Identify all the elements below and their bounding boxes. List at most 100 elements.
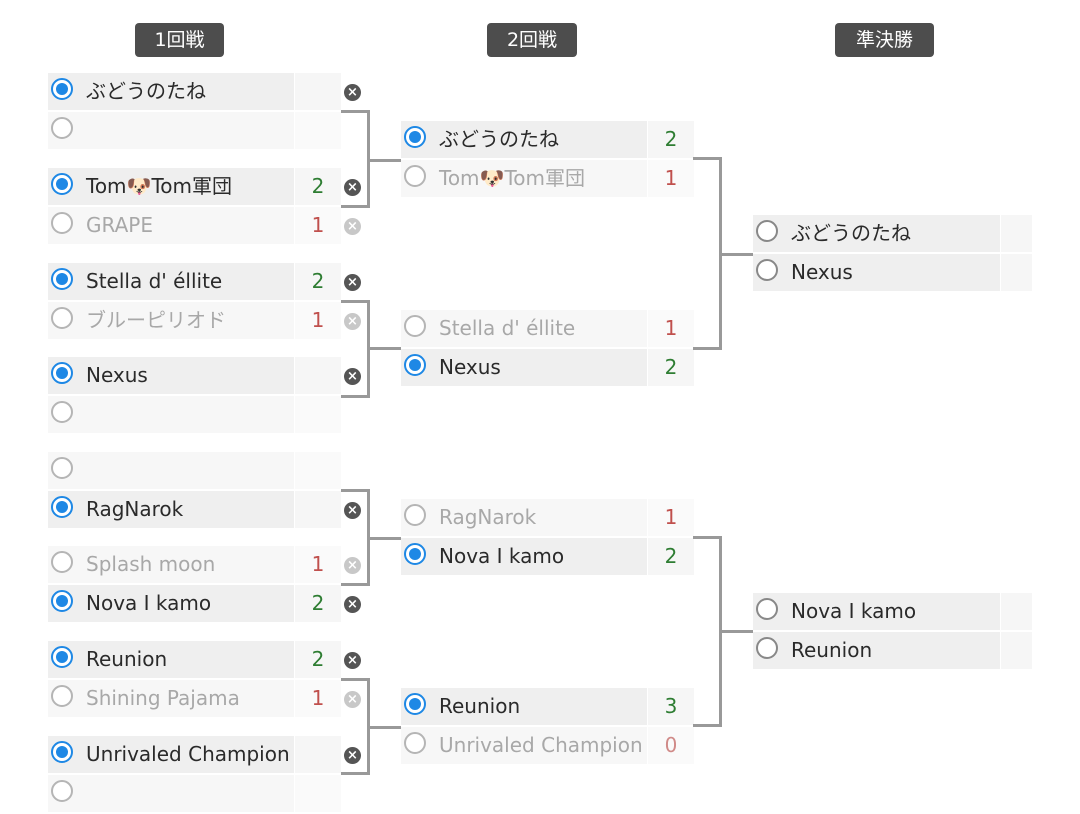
team-name: RagNarok [439, 505, 537, 529]
radio-icon[interactable] [756, 220, 778, 242]
radio-icon[interactable] [51, 268, 73, 290]
close-circle-icon[interactable]: × [344, 747, 361, 764]
score-cell[interactable]: 2 [648, 121, 694, 158]
team-name-cell[interactable]: Tom🐶Tom軍団 [401, 160, 647, 197]
score-cell[interactable]: 1 [295, 207, 341, 244]
team-name-cell[interactable]: GRAPE [48, 207, 294, 244]
score-cell[interactable]: 2 [295, 641, 341, 678]
team-name-cell[interactable]: Nexus [48, 357, 294, 394]
team-name-cell[interactable] [48, 452, 294, 489]
team-name-cell[interactable]: Unrivaled Champion [401, 727, 647, 764]
team-name-cell[interactable]: Unrivaled Champion [48, 736, 294, 773]
close-circle-icon[interactable]: × [344, 652, 361, 669]
team-name: Unrivaled Champion [439, 733, 643, 757]
team-name-cell[interactable] [48, 396, 294, 433]
team-name-cell[interactable]: Shining Pajama [48, 680, 294, 717]
team-name-cell[interactable]: Reunion [401, 688, 647, 725]
team-name-cell[interactable]: Stella d' éllite [401, 310, 647, 347]
radio-icon[interactable] [51, 212, 73, 234]
team-name-cell[interactable]: ぶどうのたね [48, 73, 294, 110]
radio-icon[interactable] [404, 126, 426, 148]
radio-icon[interactable] [756, 598, 778, 620]
close-circle-icon[interactable]: × [344, 179, 361, 196]
score-cell[interactable]: 1 [648, 160, 694, 197]
score-cell[interactable] [295, 736, 341, 773]
close-circle-icon[interactable]: × [344, 313, 361, 330]
score-cell[interactable] [1001, 254, 1032, 291]
score-cell[interactable]: 2 [295, 263, 341, 300]
team-name-cell[interactable]: RagNarok [48, 491, 294, 528]
score-cell[interactable]: 0 [648, 727, 694, 764]
radio-icon[interactable] [51, 780, 73, 802]
radio-icon[interactable] [51, 685, 73, 707]
radio-icon[interactable] [51, 117, 73, 139]
score-cell[interactable] [295, 775, 341, 812]
score-cell[interactable] [295, 357, 341, 394]
score-cell[interactable]: 1 [295, 546, 341, 583]
radio-icon[interactable] [51, 551, 73, 573]
radio-icon[interactable] [51, 401, 73, 423]
radio-icon[interactable] [404, 543, 426, 565]
radio-icon[interactable] [51, 590, 73, 612]
team-name-cell[interactable]: RagNarok [401, 499, 647, 536]
team-name-cell[interactable]: ぶどうのたね [401, 121, 647, 158]
radio-icon[interactable] [51, 307, 73, 329]
score-cell[interactable]: 3 [648, 688, 694, 725]
team-name-cell[interactable]: Splash moon [48, 546, 294, 583]
close-circle-icon[interactable]: × [344, 596, 361, 613]
team-name-cell[interactable]: Nova I kamo [401, 538, 647, 575]
score-cell[interactable]: 2 [295, 585, 341, 622]
team-name-cell[interactable]: ぶどうのたね [753, 215, 1000, 252]
team-name-cell[interactable]: Reunion [753, 632, 1000, 669]
score-cell[interactable]: 1 [648, 310, 694, 347]
score-cell[interactable]: 2 [295, 168, 341, 205]
score-cell[interactable] [295, 73, 341, 110]
score-cell[interactable] [295, 491, 341, 528]
radio-icon[interactable] [404, 354, 426, 376]
team-name: RagNarok [86, 497, 184, 521]
score-cell[interactable] [1001, 632, 1032, 669]
score-cell[interactable]: 1 [295, 680, 341, 717]
score-cell[interactable] [295, 112, 341, 149]
close-circle-icon[interactable]: × [344, 557, 361, 574]
score-cell[interactable] [295, 452, 341, 489]
radio-icon[interactable] [404, 315, 426, 337]
team-name-cell[interactable]: Reunion [48, 641, 294, 678]
radio-icon[interactable] [51, 457, 73, 479]
team-name-cell[interactable]: Nova I kamo [753, 593, 1000, 630]
score-cell[interactable]: 1 [295, 302, 341, 339]
close-circle-icon[interactable]: × [344, 274, 361, 291]
radio-icon[interactable] [51, 362, 73, 384]
radio-icon[interactable] [51, 496, 73, 518]
team-name-cell[interactable]: ブルーピリオド [48, 302, 294, 339]
team-name-cell[interactable]: Nexus [401, 349, 647, 386]
team-name: GRAPE [86, 213, 153, 237]
radio-icon[interactable] [51, 78, 73, 100]
score-cell[interactable] [1001, 593, 1032, 630]
radio-icon[interactable] [51, 173, 73, 195]
radio-icon[interactable] [756, 637, 778, 659]
close-circle-icon[interactable]: × [344, 218, 361, 235]
radio-icon[interactable] [51, 646, 73, 668]
score-cell[interactable]: 2 [648, 538, 694, 575]
score-cell[interactable]: 1 [648, 499, 694, 536]
radio-icon[interactable] [404, 504, 426, 526]
radio-icon[interactable] [756, 259, 778, 281]
team-name-cell[interactable] [48, 775, 294, 812]
radio-icon[interactable] [404, 732, 426, 754]
radio-icon[interactable] [404, 165, 426, 187]
team-name-cell[interactable]: Stella d' éllite [48, 263, 294, 300]
close-circle-icon[interactable]: × [344, 84, 361, 101]
team-name-cell[interactable]: Nexus [753, 254, 1000, 291]
close-circle-icon[interactable]: × [344, 691, 361, 708]
score-cell[interactable] [1001, 215, 1032, 252]
radio-icon[interactable] [51, 741, 73, 763]
team-name-cell[interactable]: Tom🐶Tom軍団 [48, 168, 294, 205]
team-name-cell[interactable]: Nova I kamo [48, 585, 294, 622]
close-circle-icon[interactable]: × [344, 502, 361, 519]
score-cell[interactable] [295, 396, 341, 433]
team-name-cell[interactable] [48, 112, 294, 149]
score-cell[interactable]: 2 [648, 349, 694, 386]
radio-icon[interactable] [404, 693, 426, 715]
close-circle-icon[interactable]: × [344, 368, 361, 385]
